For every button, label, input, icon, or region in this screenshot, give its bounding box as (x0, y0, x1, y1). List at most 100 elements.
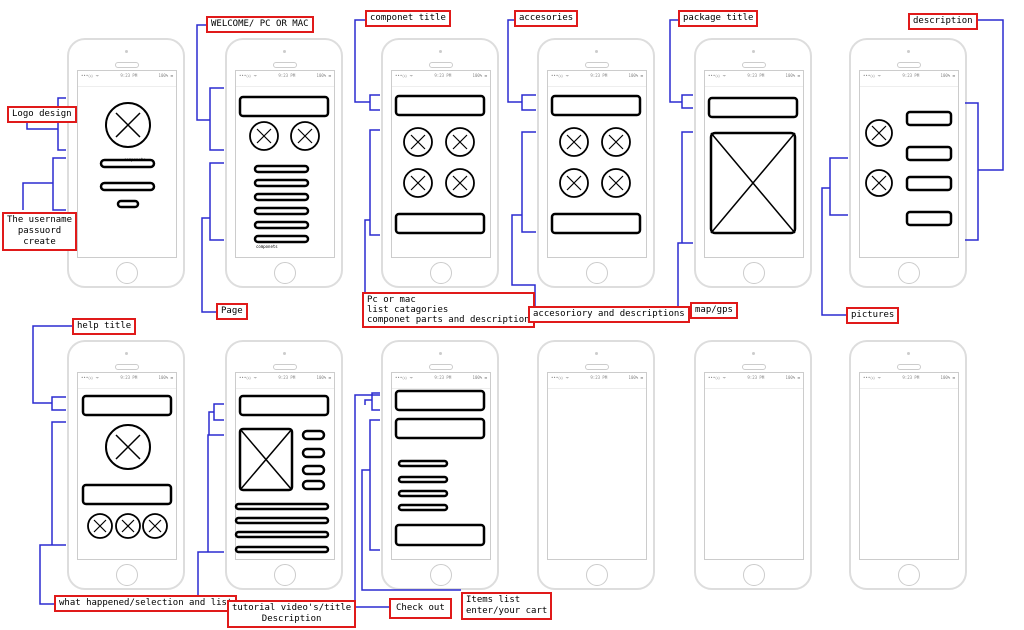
signal-icon: •••○○ ᯤ (395, 73, 414, 78)
speaker-icon (429, 364, 453, 370)
status-bar: •••○○ ᯤ 9:23 PM 100% ▬ (236, 373, 334, 389)
battery-icon: 100% ▬ (158, 375, 173, 380)
battery-icon: 100% ▬ (158, 73, 173, 78)
phone-mockup: •••○○ ᯤ 9:23 PM 100% ▬ (225, 340, 343, 590)
status-bar: •••○○ ᯤ 9:23 PM 100% ▬ (860, 71, 958, 87)
signal-icon: •••○○ ᯤ (551, 73, 570, 78)
help-screen-wire (81, 394, 173, 539)
speaker-icon (897, 62, 921, 68)
camera-icon (283, 50, 286, 53)
signal-icon: •••○○ ᯤ (708, 375, 727, 380)
label-items-list: Items list enter/your cart (461, 592, 553, 620)
signal-icon: •••○○ ᯤ (708, 73, 727, 78)
signal-icon: •••○○ ᯤ (81, 375, 100, 380)
speaker-icon (273, 62, 297, 68)
phone-screen: •••○○ ᯤ 9:23 PM 100% ▬ (235, 372, 335, 560)
cart-screen-wire (394, 389, 486, 547)
home-button (586, 262, 608, 284)
battery-icon: 100% ▬ (785, 73, 800, 78)
speaker-icon (585, 62, 609, 68)
signal-icon: •••○○ ᯤ (551, 375, 570, 380)
label-logo-design: Logo design (7, 106, 77, 123)
camera-icon (125, 50, 128, 53)
componets-caption: componets (124, 157, 146, 162)
battery-icon: 100% ▬ (940, 73, 955, 78)
status-time: 9:23 PM (902, 73, 920, 78)
home-button (116, 262, 138, 284)
home-button (274, 262, 296, 284)
camera-icon (595, 50, 598, 53)
signal-icon: •••○○ ᯤ (863, 375, 882, 380)
status-time: 9:23 PM (747, 375, 765, 380)
label-check-out: Check out (389, 598, 452, 619)
status-time: 9:23 PM (278, 375, 296, 380)
status-time: 9:23 PM (590, 73, 608, 78)
speaker-icon (897, 364, 921, 370)
label-description: description (908, 13, 978, 30)
battery-icon: 100% ▬ (316, 73, 331, 78)
speaker-icon (115, 364, 139, 370)
description-screen-wire (865, 110, 953, 227)
camera-icon (752, 50, 755, 53)
label-what-happened: what happened/selection and list (54, 595, 238, 612)
component-screen-wire (394, 94, 642, 235)
speaker-icon (429, 62, 453, 68)
home-button (898, 564, 920, 586)
home-button (430, 564, 452, 586)
tutorial-screen-wire (234, 394, 330, 554)
camera-icon (439, 50, 442, 53)
home-button (430, 262, 452, 284)
label-welcome: WELCOME/ PC OR MAC (206, 16, 314, 33)
signal-icon: •••○○ ᯤ (81, 73, 100, 78)
speaker-icon (115, 62, 139, 68)
connector-lines (22, 19, 1004, 608)
label-map-gps: map/gps (690, 302, 738, 319)
battery-icon: 100% ▬ (940, 375, 955, 380)
label-tutorial: tutorial video's/title Description (227, 600, 357, 628)
status-time: 9:23 PM (434, 73, 452, 78)
label-accesories: accesories (514, 10, 579, 27)
label-package-title: package title (678, 10, 759, 27)
camera-icon (125, 352, 128, 355)
camera-icon (907, 352, 910, 355)
speaker-icon (273, 364, 297, 370)
status-time: 9:23 PM (434, 375, 452, 380)
phone-mockup: •••○○ ᯤ 9:23 PM 100% ▬ (849, 38, 967, 288)
camera-icon (595, 352, 598, 355)
home-button (116, 564, 138, 586)
home-button (743, 262, 765, 284)
signal-icon: •••○○ ᯤ (863, 73, 882, 78)
speaker-icon (585, 364, 609, 370)
home-button (274, 564, 296, 586)
home-button (898, 262, 920, 284)
battery-icon: 100% ▬ (316, 375, 331, 380)
phone-screen: •••○○ ᯤ 9:23 PM 100% ▬ (859, 70, 959, 258)
speaker-icon (742, 62, 766, 68)
label-pc-or-mac: Pc or mac list catagories componet parts… (362, 292, 535, 328)
label-componet-title: componet title (365, 10, 451, 27)
camera-icon (439, 352, 442, 355)
label-accesoriory: accesoriory and descriptions (528, 306, 690, 323)
signal-icon: •••○○ ᯤ (239, 375, 258, 380)
